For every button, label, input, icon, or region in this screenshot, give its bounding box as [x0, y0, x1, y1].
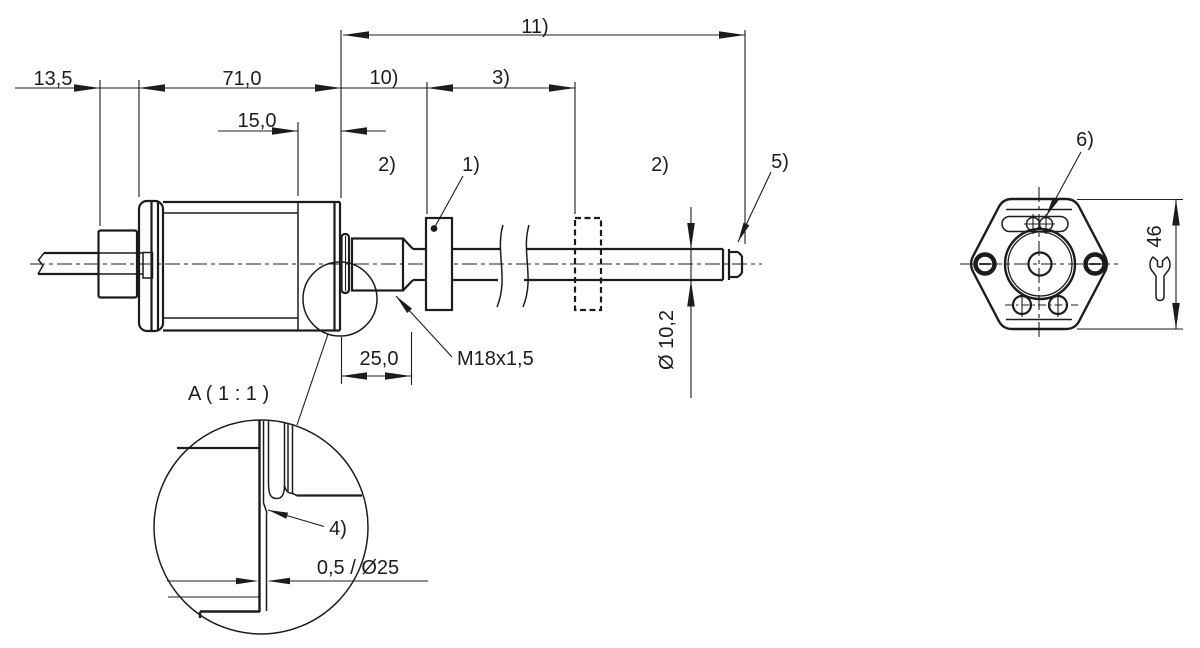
main-view: 13,5 71,0 15,0 10) 3) 11) 25,0 Ø 10,2 2)…: [15, 16, 789, 426]
dimension-46: 46: [1077, 198, 1183, 330]
detail-title: A ( 1 : 1 ): [188, 383, 269, 405]
thread-label: M18x1,5: [457, 348, 534, 370]
detail-a-circle: [302, 261, 378, 337]
dim-15-0: 15,0: [238, 110, 277, 132]
ref-11: 11): [521, 16, 548, 38]
detail-dim-label: 0,5 / Ø25: [317, 557, 399, 579]
detail-dimension: 0,5 / Ø25: [167, 557, 428, 585]
ref-2-left: 2): [378, 154, 396, 176]
ref-5: 5): [771, 151, 789, 173]
shaft-tip: [721, 249, 744, 280]
dim-46: 46: [1144, 225, 1166, 247]
mounting-screw-right: [1083, 252, 1107, 276]
ref-4: 4): [329, 518, 347, 540]
break-line-right: [522, 224, 530, 308]
wrench-icon: [1149, 255, 1171, 302]
dim-13-5: 13,5: [34, 68, 73, 90]
leader-lines: [395, 171, 772, 358]
center-bore: [1027, 251, 1053, 277]
ref-1: 1): [462, 154, 480, 176]
detail-view: A ( 1 : 1 ) 0,5 / Ø25: [153, 383, 428, 635]
ref-10: 10): [370, 67, 399, 89]
end-view: 6) 46: [960, 129, 1183, 341]
mounting-screw-left: [973, 252, 997, 276]
dim-25-0: 25,0: [360, 348, 399, 370]
groove-bottom: [267, 482, 286, 500]
magnet-block-phantom: [573, 216, 603, 312]
cable: [37, 251, 143, 276]
ref-2-right: 2): [651, 154, 669, 176]
magnet-block: [424, 216, 454, 312]
detail-circle: [153, 419, 369, 635]
lower-holes: [1005, 293, 1078, 317]
sensor-body: [137, 199, 342, 333]
central-boss: [1003, 227, 1077, 301]
adjustment-slot: [1001, 214, 1069, 234]
dimension-lines: [15, 30, 746, 398]
ref-3: 3): [492, 67, 510, 89]
break-line-left: [496, 224, 504, 308]
step-radius: [283, 485, 297, 497]
hex-flange-outline: [969, 197, 1109, 331]
detail-callout-4: 4): [267, 509, 347, 540]
shaft: [413, 224, 744, 308]
dim-71-0: 71,0: [223, 68, 262, 90]
detail-a-leader: [296, 333, 329, 426]
ref-6: 6): [1076, 129, 1094, 151]
detail-profile: [168, 420, 362, 618]
dim-dia-10-2: Ø 10,2: [656, 310, 678, 370]
callout-6: 6): [1045, 129, 1094, 217]
